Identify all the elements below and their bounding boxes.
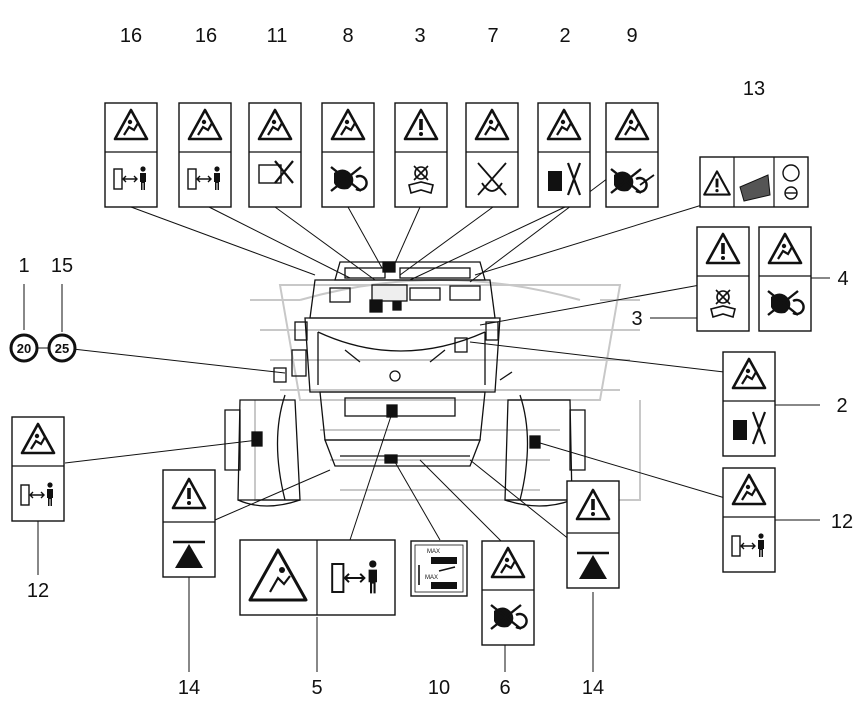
callout-7: 7	[487, 25, 498, 47]
callout-10: 10	[428, 677, 450, 699]
decal-11	[248, 102, 302, 208]
callout-2-right: 2	[836, 395, 847, 417]
decal-16b	[178, 102, 232, 208]
callout-13: 13	[743, 78, 765, 100]
callout-14-right: 14	[582, 677, 604, 699]
decal-13	[699, 156, 809, 208]
decal-2-right	[722, 351, 776, 457]
callout-12-right: 12	[831, 511, 853, 533]
speed-sign-25: 25	[47, 333, 77, 363]
decal-8	[321, 102, 375, 208]
decal-16a	[104, 102, 158, 208]
callout-14-left: 14	[178, 677, 200, 699]
callout-12-left: 12	[27, 580, 49, 602]
callout-8: 8	[342, 25, 353, 47]
decal10-line2: MAX	[425, 575, 438, 581]
decal-4	[758, 226, 812, 332]
speed-sign-20-label: 20	[17, 341, 31, 356]
decal-3-top	[394, 102, 448, 208]
machine-outline	[224, 261, 641, 507]
speed-sign-20: 20	[9, 333, 39, 363]
callout-5: 5	[311, 677, 322, 699]
callout-6: 6	[499, 677, 510, 699]
decal-10: MAX MAX	[410, 540, 468, 597]
decal-14-left	[162, 469, 216, 578]
callout-16a: 16	[120, 25, 142, 47]
decal-2-top	[537, 102, 591, 208]
callout-3-top: 3	[414, 25, 425, 47]
callout-16b: 16	[195, 25, 217, 47]
callout-1: 1	[18, 255, 29, 277]
decal-5	[239, 539, 396, 616]
callout-11: 11	[267, 25, 288, 47]
decal-7	[465, 102, 519, 208]
callout-3-right: 3	[631, 308, 642, 330]
callout-15: 15	[51, 255, 73, 277]
callout-2-top: 2	[559, 25, 570, 47]
decal-3-right	[696, 226, 750, 332]
decal-6	[481, 540, 535, 646]
leader-lines	[23, 159, 830, 672]
callout-9: 9	[626, 25, 637, 47]
speed-sign-25-label: 25	[55, 341, 69, 356]
decal-14-right	[566, 480, 620, 589]
decal-12-right	[722, 467, 776, 573]
decal-9	[605, 102, 659, 208]
callout-numbers: 16 16 11 8 3 7 2 9 13 1 15 4 3 2 12 12 1…	[18, 25, 853, 699]
decal-12-left	[11, 416, 65, 522]
decal10-line1: MAX	[427, 549, 440, 555]
callout-4: 4	[837, 268, 848, 290]
